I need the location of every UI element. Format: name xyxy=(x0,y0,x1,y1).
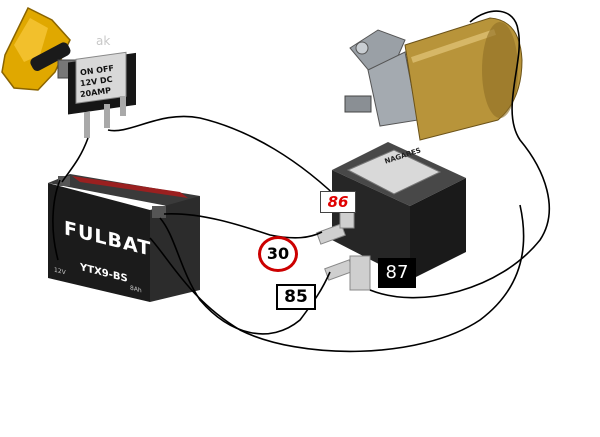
wire-switch-to-battery xyxy=(61,137,89,183)
wire-87-to-motor xyxy=(369,10,550,299)
switch-terminal-1 xyxy=(84,112,90,138)
starter-motor xyxy=(344,17,523,141)
pin-86-label: 86 xyxy=(320,191,356,213)
switch-lever xyxy=(30,42,71,71)
pin-85-label: 85 xyxy=(276,284,316,310)
battery xyxy=(48,174,200,302)
relay-pin-87 xyxy=(349,255,371,291)
battery-front xyxy=(48,183,150,302)
pin-30-label: 30 xyxy=(258,236,298,272)
switch-brand-fragment: ak xyxy=(96,34,111,48)
switch-terminal-2 xyxy=(104,104,110,128)
wire-battery-to-motor xyxy=(149,204,525,353)
motor-gear xyxy=(344,95,372,113)
wire-switch-to-86 xyxy=(107,115,346,206)
battery-terminal-negative xyxy=(58,176,70,186)
wire-battery-to-30 xyxy=(163,213,323,239)
battery-terminal-positive xyxy=(152,206,166,218)
relay-pin-30 xyxy=(316,223,346,245)
toggle-switch xyxy=(1,6,136,138)
relay-pin-85 xyxy=(324,259,354,281)
pin-87-label: 87 xyxy=(378,258,416,288)
